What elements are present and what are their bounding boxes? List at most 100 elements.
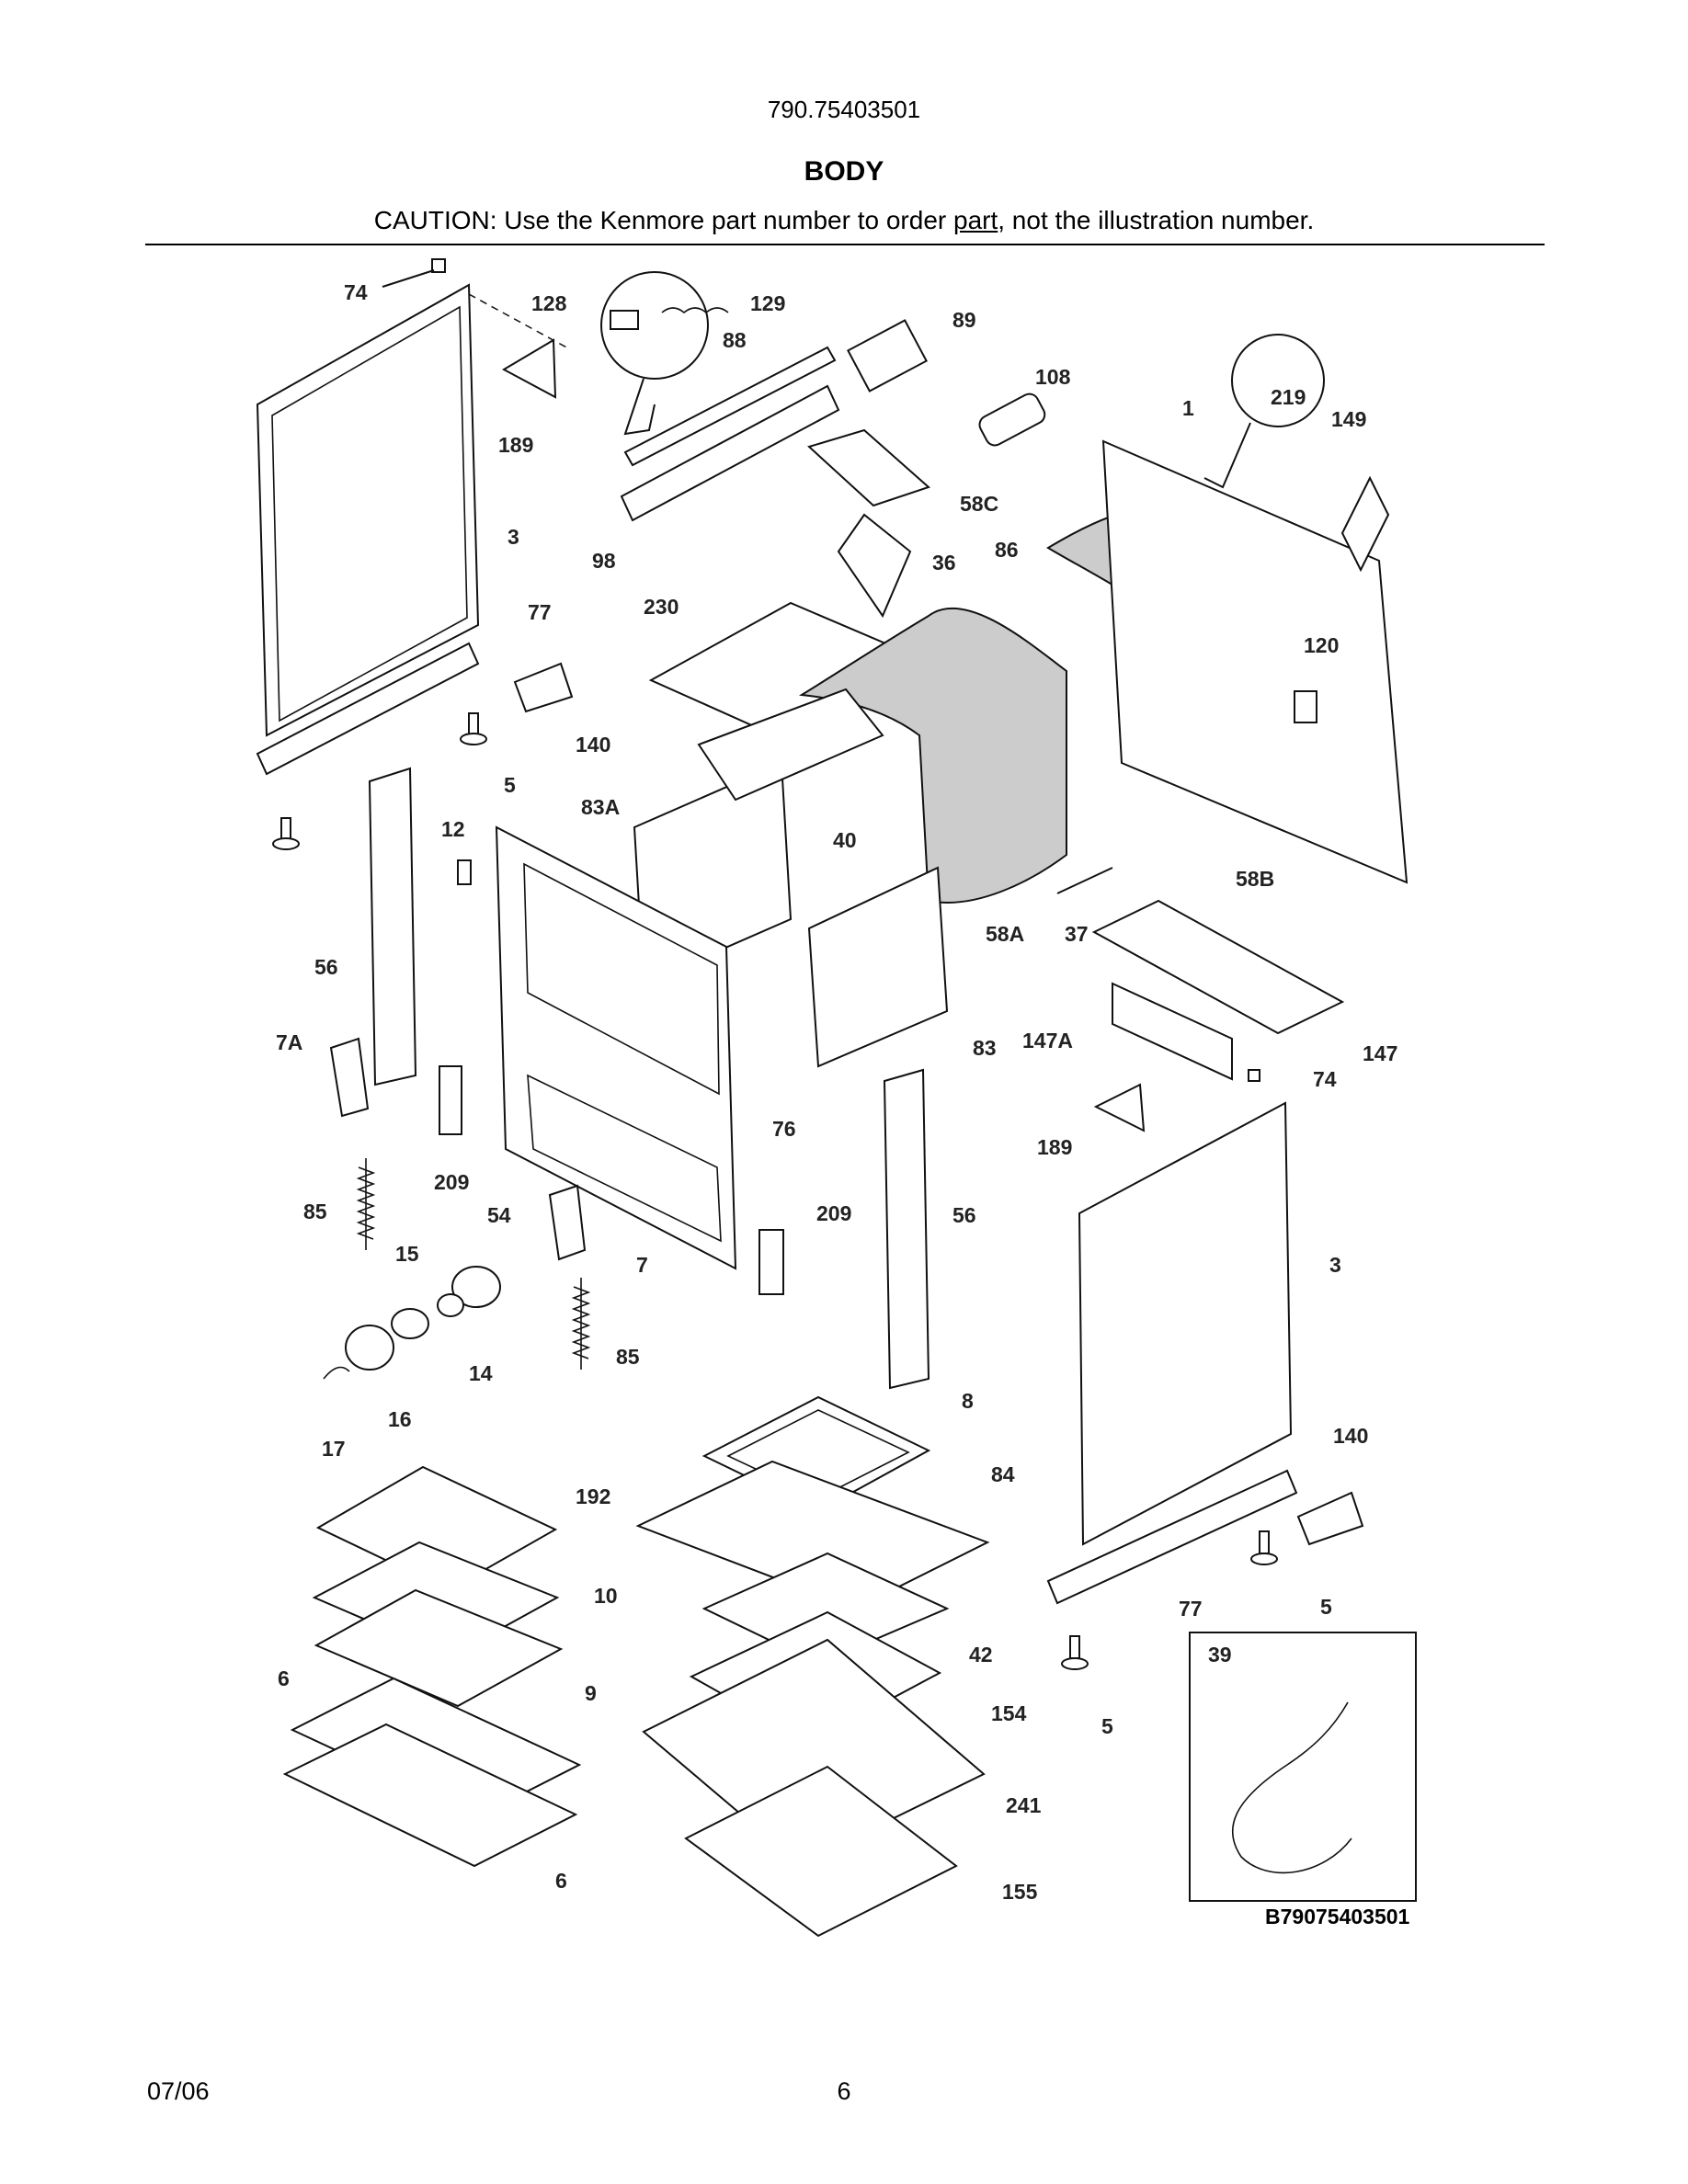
bracket-140-left: [513, 662, 574, 713]
callout-147A-28: 147A: [1022, 1029, 1073, 1052]
spring-85-left: [356, 1158, 376, 1250]
callout-149-8: 149: [1331, 407, 1366, 431]
side-panel-right: [1078, 1101, 1293, 1546]
callout-12-21: 12: [441, 817, 465, 841]
bracket-140-right: [1296, 1491, 1364, 1546]
callout-155-61: 155: [1002, 1880, 1038, 1904]
leveler-5-right-lower: [1061, 1635, 1089, 1670]
callout-10-50: 10: [594, 1584, 618, 1608]
callout-8-46: 8: [962, 1389, 974, 1413]
callout-56-24: 56: [314, 955, 338, 979]
panel-155: [684, 1765, 958, 1938]
leveler-5-left-lower: [272, 817, 300, 850]
cover-16: [345, 1325, 394, 1371]
callout-98-11: 98: [592, 549, 616, 573]
inset-box-39: [1189, 1632, 1417, 1902]
back-panel-1: [1101, 439, 1409, 884]
callout-154-56: 154: [991, 1701, 1027, 1725]
callout-88-3: 88: [723, 328, 747, 352]
callout-39-54: 39: [1208, 1643, 1232, 1666]
block-58C: [807, 428, 930, 507]
callout-140-48: 140: [1333, 1424, 1368, 1448]
caution-part-word: part: [953, 206, 998, 234]
callout-129-2: 129: [750, 291, 785, 315]
component-89: [847, 319, 928, 392]
oven-side-83: [807, 866, 949, 1068]
callout-9-55: 9: [585, 1681, 597, 1705]
callout-192-49: 192: [576, 1484, 610, 1508]
callout-5-51: 5: [1320, 1595, 1332, 1619]
callout-37-25: 37: [1065, 922, 1089, 946]
footer-page-number: 6: [837, 2077, 851, 2105]
callout-1-6: 1: [1182, 396, 1194, 420]
callout-42-53: 42: [969, 1643, 993, 1666]
callout-3-10: 3: [508, 525, 519, 549]
callout-40-22: 40: [833, 828, 857, 852]
front-frame-77-left: [256, 642, 480, 776]
oven-rack-6-lower: [282, 1723, 578, 1868]
model-number: 790.75403501: [767, 96, 921, 123]
caution-note: CAUTION: Use the Kenmore part number to …: [0, 206, 1688, 235]
callout-58A-26: 58A: [986, 922, 1024, 946]
hinge-7: [548, 1184, 587, 1261]
screw-74-top: [382, 258, 446, 288]
callout-58B-23: 58B: [1236, 867, 1274, 891]
switch-12: [457, 859, 472, 885]
callout-76-32: 76: [772, 1117, 796, 1141]
lens-54: [451, 1266, 501, 1308]
rail-88: [623, 346, 837, 467]
callout-7A-30: 7A: [276, 1030, 302, 1054]
callout-83-31: 83: [973, 1036, 997, 1060]
bracket-189-top: [501, 338, 557, 399]
power-cord-39: [1231, 1701, 1352, 1874]
wire-17: [323, 1366, 350, 1380]
baffle-36: [837, 513, 912, 619]
socket-14: [437, 1293, 464, 1317]
rail-147: [1091, 899, 1345, 1035]
callout-89-4: 89: [952, 308, 976, 332]
callout-83A-20: 83A: [581, 795, 620, 819]
callout-189-34: 189: [1037, 1135, 1072, 1159]
section-title: BODY: [804, 156, 884, 187]
callout-58C-12: 58C: [960, 492, 998, 516]
callout-84-47: 84: [991, 1462, 1015, 1486]
callout-189-9: 189: [498, 433, 533, 457]
callout-77-15: 77: [528, 600, 552, 624]
callout-36-13: 36: [932, 551, 956, 574]
insulation-58A: [798, 607, 1067, 904]
callout-6-60: 6: [555, 1869, 567, 1893]
bracket-149: [1340, 475, 1390, 573]
callout-74-0: 74: [344, 280, 368, 304]
side-panel-left: [256, 283, 571, 737]
callout-219-7: 219: [1271, 385, 1306, 409]
callout-5-19: 5: [504, 773, 516, 797]
callout-128-1: 128: [531, 291, 567, 315]
callout-230-16: 230: [644, 595, 679, 619]
callout-14-42: 14: [469, 1361, 493, 1385]
callout-7-41: 7: [636, 1253, 648, 1277]
shield-40: [697, 688, 884, 802]
callout-209-33: 209: [434, 1170, 469, 1194]
callout-5-58: 5: [1101, 1714, 1113, 1738]
front-frame-76: [495, 825, 737, 1270]
callout-6-57: 6: [278, 1666, 290, 1690]
callout-17-45: 17: [322, 1437, 346, 1461]
callout-16-44: 16: [388, 1407, 412, 1431]
bracket-209-left: [439, 1065, 462, 1135]
callout-74-29: 74: [1313, 1067, 1337, 1091]
callout-85-35: 85: [303, 1200, 327, 1223]
diagram-code: B79075403501: [1265, 1905, 1410, 1928]
callout-120-17: 120: [1304, 633, 1339, 657]
callout-56-38: 56: [952, 1203, 976, 1227]
bracket-189-right: [1093, 1083, 1146, 1132]
element-108: [978, 392, 1046, 447]
screw-74-right: [1248, 1069, 1260, 1082]
detail-circle-219: [1203, 334, 1325, 489]
switch-120: [1294, 690, 1317, 723]
callout-108-5: 108: [1035, 365, 1071, 389]
rail-98: [620, 384, 840, 522]
leveler-5-right: [1250, 1530, 1278, 1565]
callout-86-14: 86: [995, 538, 1019, 562]
